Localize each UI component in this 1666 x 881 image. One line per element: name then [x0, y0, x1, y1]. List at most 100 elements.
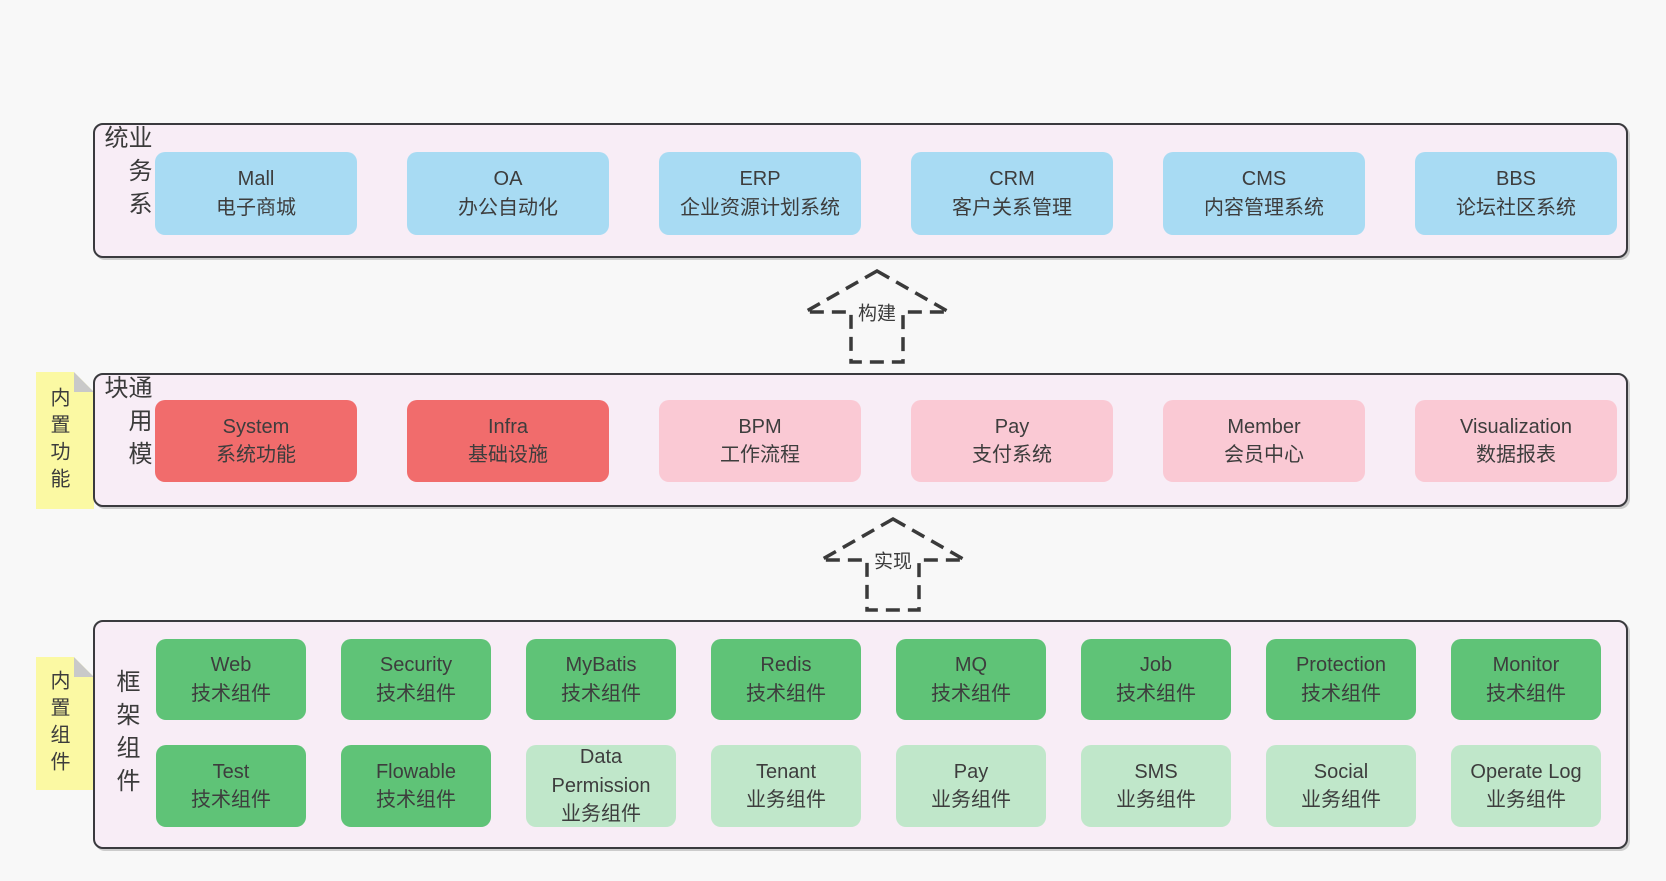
node-member: Member 会员中心 [1163, 400, 1365, 482]
node-bbs: BBS 论坛社区系统 [1415, 152, 1617, 235]
node-infra: Infra 基础设施 [407, 400, 609, 482]
node-erp: ERP 企业资源计划系统 [659, 152, 861, 235]
node-name: Infra [487, 415, 529, 438]
build-arrow-label: 构建 [854, 297, 900, 327]
node-name: CMS [1241, 168, 1287, 191]
node-name: MQ [954, 654, 988, 677]
implement-arrow-icon: 实现 [818, 514, 968, 614]
components-panel-label: 框架组件 [112, 668, 139, 801]
note-text: 内置功能 [47, 386, 69, 495]
node-desc: 技术组件 [1301, 682, 1381, 705]
node-name: SMS [1134, 760, 1178, 783]
node-desc: 系统功能 [216, 444, 296, 466]
node-name: Tenant [755, 760, 817, 783]
node-name: BBS [1495, 168, 1537, 191]
node-desc: 客户关系管理 [952, 196, 1072, 219]
node-name: Pay [953, 760, 989, 783]
business-row: Mall 电子商城 OA 办公自动化 ERP 企业资源计划系统 CRM 客户关系… [155, 152, 1617, 235]
node-name: Job [1139, 654, 1173, 677]
node-name: Member [1227, 415, 1301, 438]
node-name: Pay [994, 415, 1030, 438]
node-desc: 技术组件 [746, 682, 826, 705]
node-mybatis: MyBatis 技术组件 [526, 639, 676, 720]
node-name: Data Permission [551, 746, 651, 797]
node-desc: 技术组件 [376, 682, 456, 705]
node-mq: MQ 技术组件 [896, 639, 1046, 720]
node-tenant: Tenant 业务组件 [711, 745, 861, 827]
node-desc: 技术组件 [1116, 682, 1196, 705]
node-name: MyBatis [565, 654, 637, 677]
note-text: 内置组件 [47, 669, 69, 778]
node-operate-log: Operate Log 业务组件 [1451, 745, 1601, 827]
node-name: Social [1313, 760, 1369, 783]
node-name: BPM [738, 415, 782, 438]
node-desc: 技术组件 [931, 682, 1011, 705]
node-name: Visualization [1460, 415, 1572, 438]
node-crm: CRM 客户关系管理 [911, 152, 1113, 235]
node-desc: 技术组件 [191, 789, 271, 811]
builtin-functions-note: 内置功能 [36, 372, 94, 509]
node-desc: 技术组件 [561, 682, 641, 705]
node-job: Job 技术组件 [1081, 639, 1231, 720]
node-data-permission: Data Permission 业务组件 [526, 745, 676, 827]
node-name: Security [379, 654, 453, 677]
node-desc: 技术组件 [1486, 682, 1566, 705]
implement-arrow-label: 实现 [870, 545, 916, 575]
folded-corner-icon [74, 372, 94, 392]
node-protection: Protection 技术组件 [1266, 639, 1416, 720]
node-desc: 会员中心 [1224, 444, 1304, 466]
node-system: System 系统功能 [155, 400, 357, 482]
node-desc: 业务组件 [746, 789, 826, 811]
common-modules-panel: 通用模块 System 系统功能 Infra 基础设施 BPM 工作流程 Pay… [93, 373, 1628, 507]
node-name: Operate Log [1470, 760, 1582, 783]
node-desc: 业务组件 [931, 789, 1011, 811]
node-desc: 技术组件 [191, 682, 271, 705]
components-row-2: Test 技术组件 Flowable 技术组件 Data Permission … [156, 745, 1601, 827]
node-monitor: Monitor 技术组件 [1451, 639, 1601, 720]
node-name: ERP [739, 168, 781, 191]
node-social: Social 业务组件 [1266, 745, 1416, 827]
node-desc: 业务组件 [561, 803, 641, 826]
node-desc: 业务组件 [1486, 789, 1566, 811]
node-desc: 支付系统 [972, 444, 1052, 466]
node-bpm: BPM 工作流程 [659, 400, 861, 482]
node-name: Redis [760, 654, 812, 677]
business-panel-label: 业务系统 [100, 125, 151, 224]
node-name: Mall [237, 168, 275, 191]
folded-corner-icon [74, 657, 94, 677]
node-sms: SMS 业务组件 [1081, 745, 1231, 827]
node-redis: Redis 技术组件 [711, 639, 861, 720]
node-desc: 企业资源计划系统 [680, 196, 840, 219]
node-mall: Mall 电子商城 [155, 152, 357, 235]
node-desc: 电子商城 [216, 196, 296, 219]
node-name: CRM [989, 168, 1035, 191]
node-oa: OA 办公自动化 [407, 152, 609, 235]
framework-components-panel: 框架组件 Web 技术组件 Security 技术组件 MyBatis 技术组件… [93, 620, 1628, 849]
components-row-1: Web 技术组件 Security 技术组件 MyBatis 技术组件 Redi… [156, 639, 1601, 720]
node-desc: 基础设施 [468, 444, 548, 466]
node-desc: 业务组件 [1116, 789, 1196, 811]
node-security: Security 技术组件 [341, 639, 491, 720]
node-web: Web 技术组件 [156, 639, 306, 720]
node-name: System [222, 415, 290, 438]
modules-row: System 系统功能 Infra 基础设施 BPM 工作流程 Pay 支付系统… [155, 400, 1617, 482]
modules-panel-label: 通用模块 [100, 375, 151, 474]
node-visualization: Visualization 数据报表 [1415, 400, 1617, 482]
build-arrow-icon: 构建 [802, 266, 952, 366]
node-test: Test 技术组件 [156, 745, 306, 827]
builtin-components-note: 内置组件 [36, 657, 94, 790]
node-desc: 技术组件 [376, 789, 456, 811]
node-desc: 数据报表 [1476, 444, 1556, 466]
business-systems-panel: 业务系统 Mall 电子商城 OA 办公自动化 ERP 企业资源计划系统 CRM… [93, 123, 1628, 258]
node-desc: 办公自动化 [458, 196, 558, 219]
node-name: Protection [1295, 654, 1387, 677]
node-name: Test [212, 760, 250, 783]
node-pay-module: Pay 支付系统 [911, 400, 1113, 482]
node-name: Monitor [1492, 654, 1560, 677]
node-name: Flowable [375, 760, 457, 783]
node-desc: 业务组件 [1301, 789, 1381, 811]
node-name: OA [493, 168, 523, 191]
node-desc: 工作流程 [720, 444, 800, 466]
node-name: Web [210, 654, 252, 677]
